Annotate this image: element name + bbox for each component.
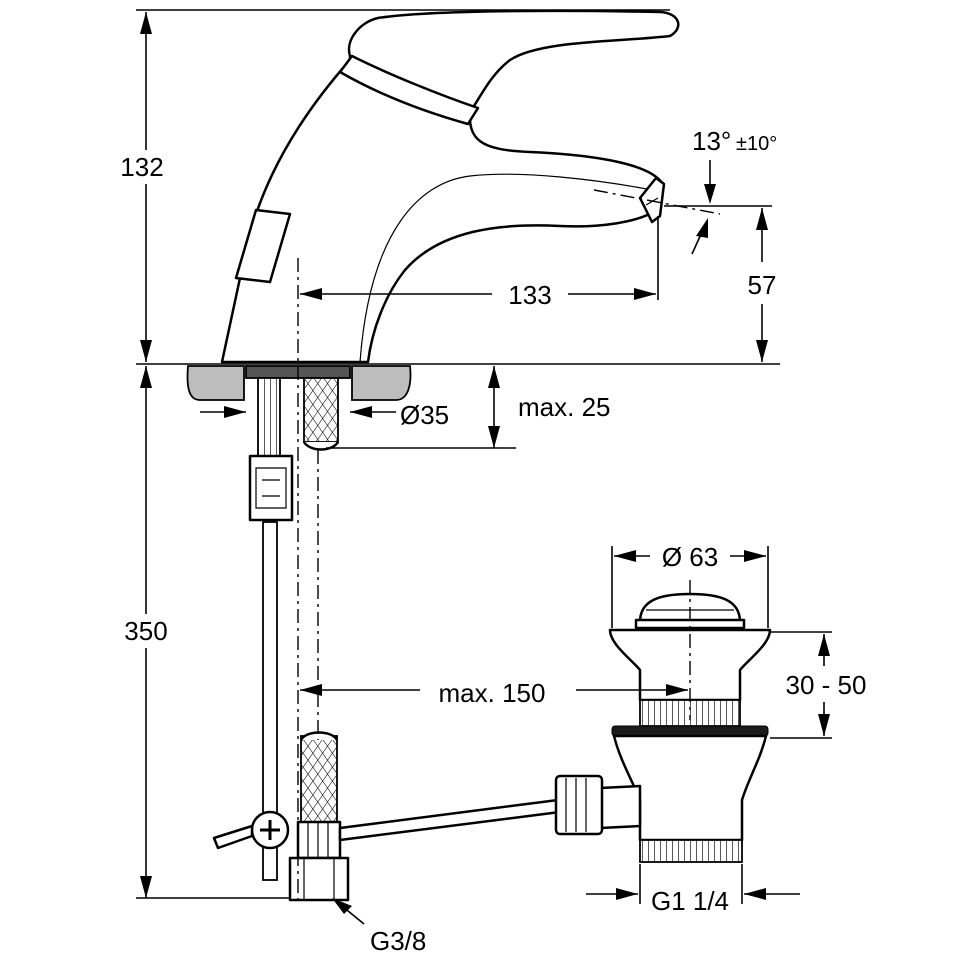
dim-total-height: 350 xyxy=(116,366,290,899)
dim-spout-reach: 133 xyxy=(300,216,659,310)
drain-thread-label: G1 1/4 xyxy=(651,886,729,916)
hole-diameter-label: Ø35 xyxy=(400,400,449,430)
dim-drain-distance: max. 150 xyxy=(300,678,688,708)
spout-angle-label: 13° xyxy=(692,126,731,156)
deck-thickness-label: max. 25 xyxy=(518,392,611,422)
faucet-body xyxy=(220,9,680,364)
dim-faucet-height: 132 xyxy=(116,12,170,362)
dim-drain-height: 30 - 50 xyxy=(770,631,867,739)
dim-hole-diameter: Ø35 xyxy=(200,400,449,430)
dim-spout-height: 57 xyxy=(664,205,777,362)
dim-deck-thickness: max. 25 xyxy=(326,366,611,449)
spout-angle-tolerance-label: ±10° xyxy=(736,133,777,155)
spout-height-label: 57 xyxy=(748,270,777,300)
dim-drain-thread: G1 1/4 xyxy=(586,864,800,916)
dim-spout-angle: 13° ±10° xyxy=(691,126,777,255)
drain-diameter-label: Ø 63 xyxy=(662,542,718,572)
pop-up-waste xyxy=(554,592,772,863)
countertop-section xyxy=(186,365,412,401)
spout-reach-label: 133 xyxy=(508,280,551,310)
supply-thread-label: G3/8 xyxy=(370,926,426,956)
spout-angle-line xyxy=(593,189,721,215)
dim-supply-thread: G3/8 xyxy=(332,898,426,956)
drain-height-label: 30 - 50 xyxy=(786,670,867,700)
supply-hoses xyxy=(212,377,562,902)
faucet-height-label: 132 xyxy=(120,152,163,182)
drain-distance-label: max. 150 xyxy=(439,678,546,708)
dim-drain-diameter: Ø 63 xyxy=(611,542,769,628)
total-height-label: 350 xyxy=(124,616,167,646)
